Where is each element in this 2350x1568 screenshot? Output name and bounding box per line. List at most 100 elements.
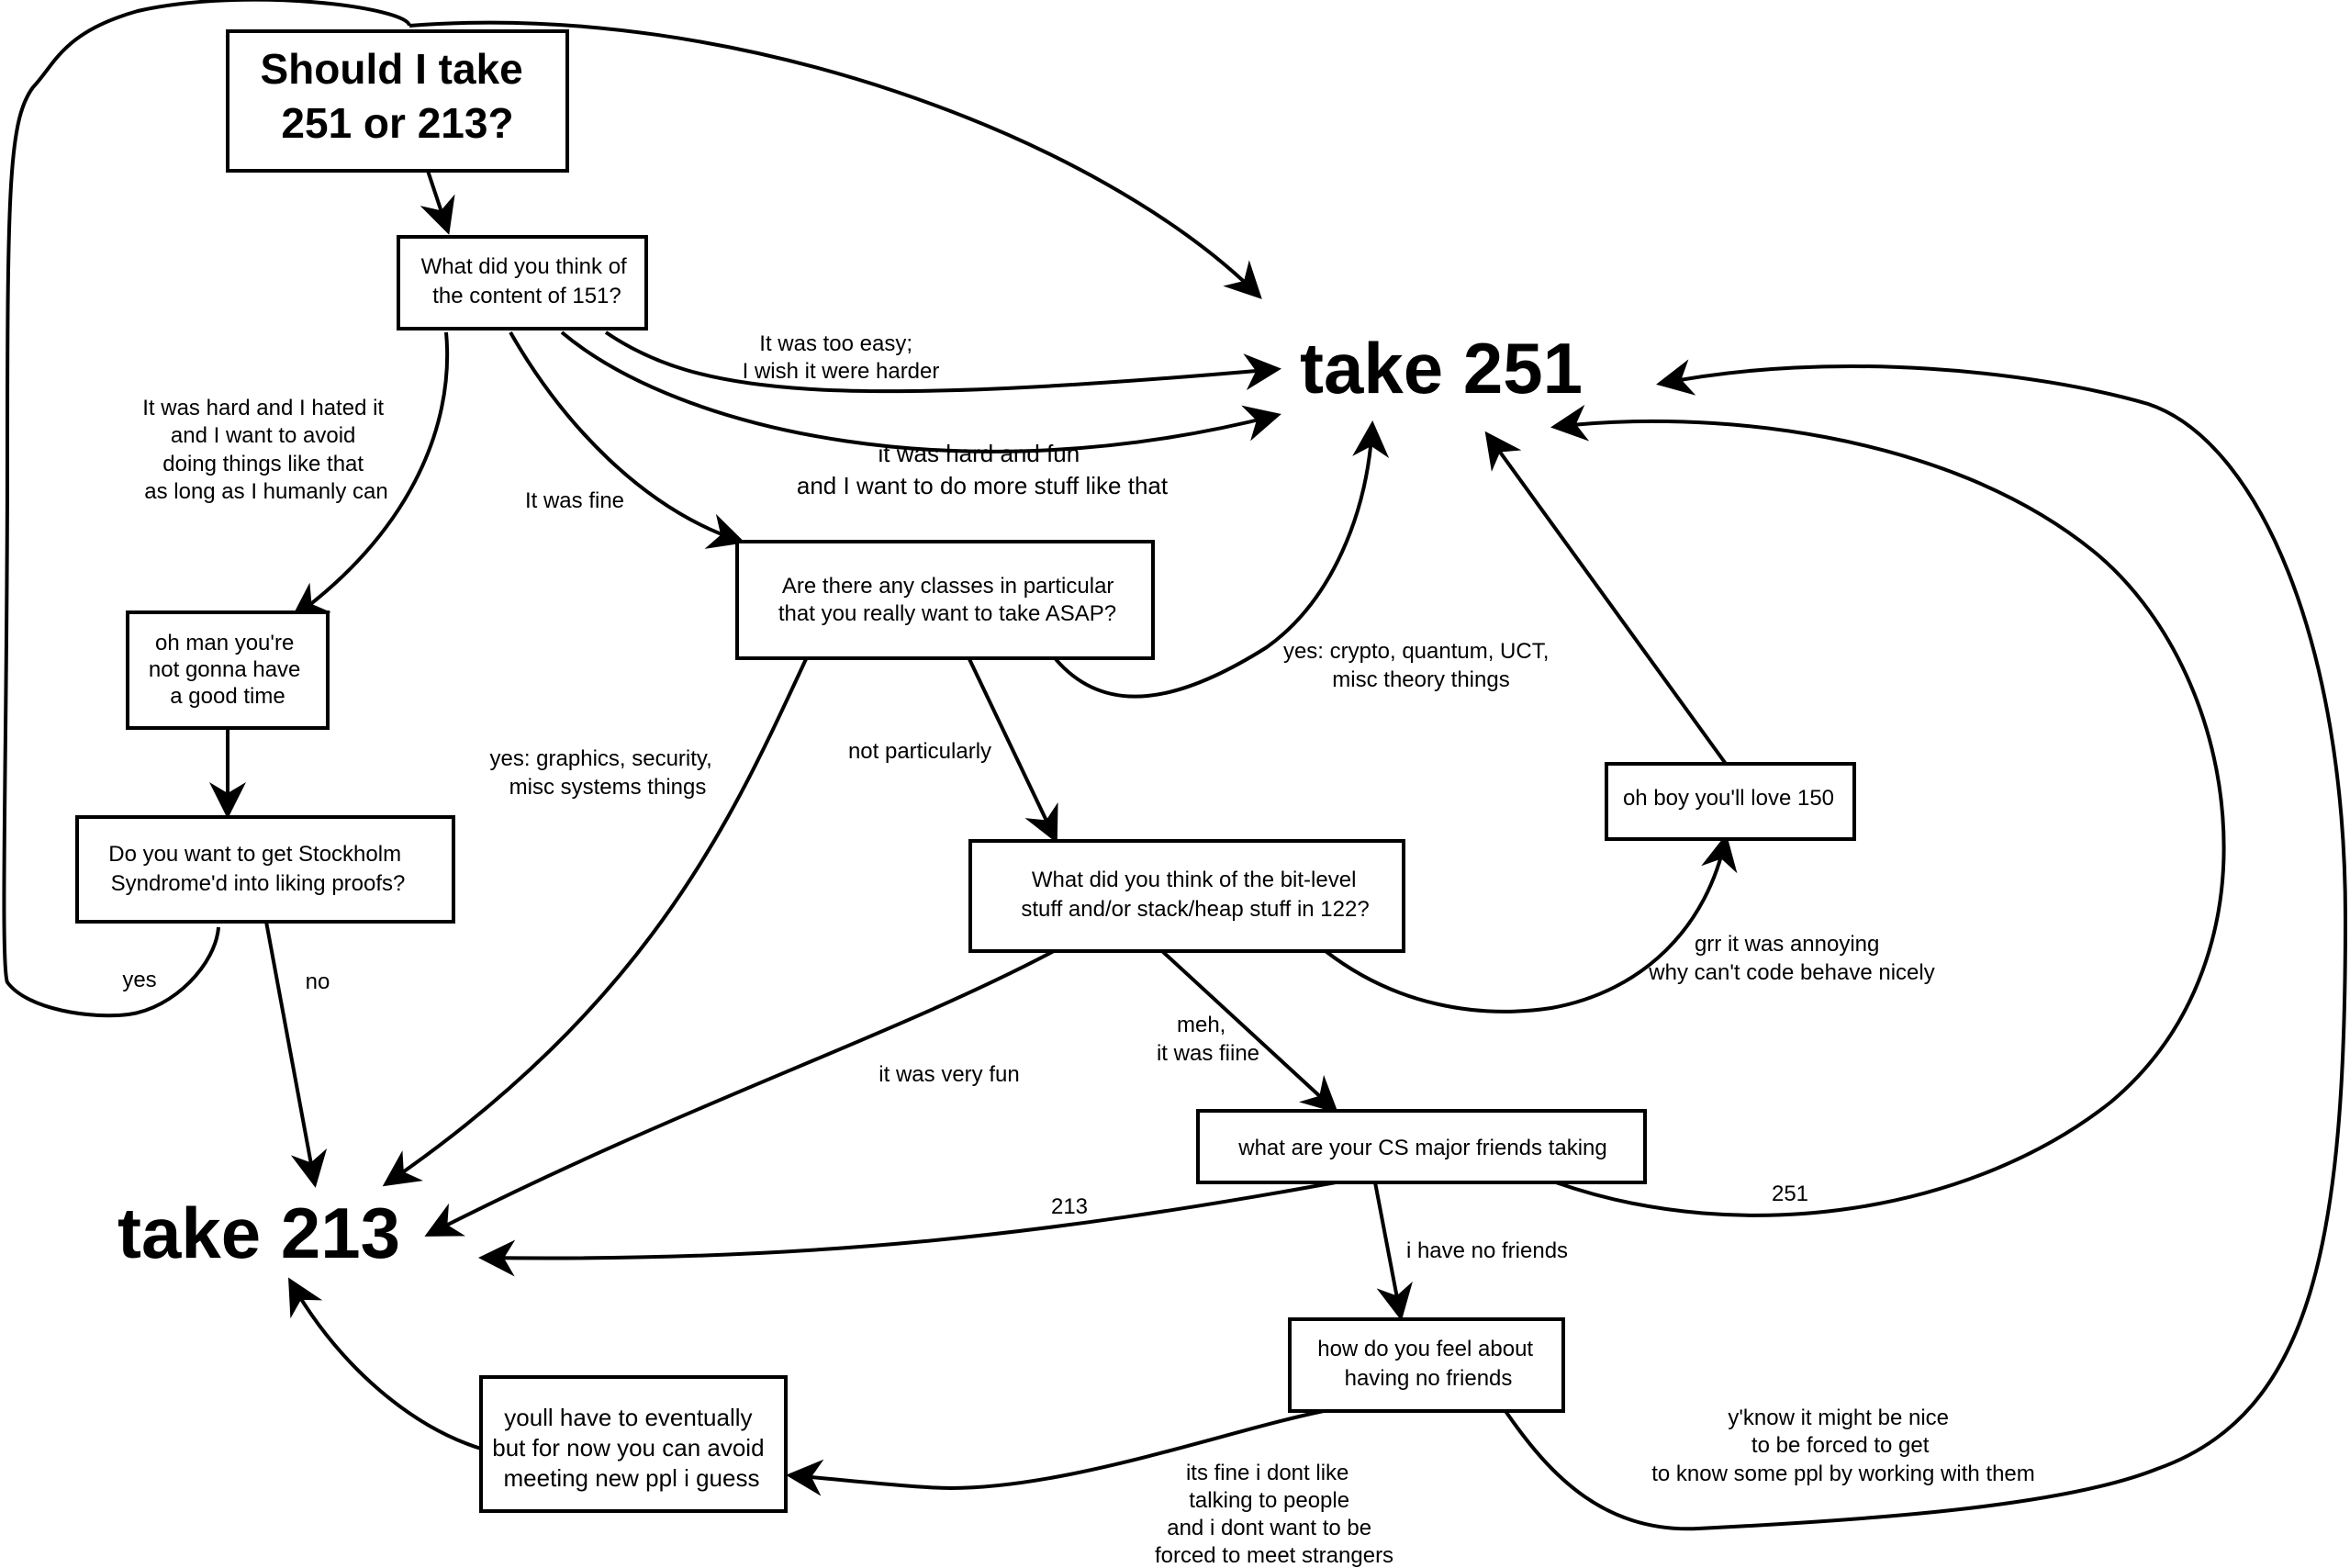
- label-theory-line-2: misc theory things: [1332, 667, 1509, 692]
- edge-fine: [509, 331, 745, 549]
- q151-line-2: the content of 151?: [432, 284, 621, 308]
- love150-line-1: oh boy you'll love 150: [1623, 786, 1834, 811]
- edge-systems: [382, 658, 808, 1187]
- label-dont-like-line-3: and i dont want to be: [1167, 1516, 1371, 1540]
- q122-line-1: What did you think of the bit-level: [1032, 868, 1357, 892]
- nofriends-text: how do you feel about having no friends: [1317, 1337, 1539, 1391]
- label-systems-line-2: misc systems things: [509, 775, 707, 800]
- label-not-particularly: not particularly: [848, 739, 991, 764]
- avoid-box: [479, 1375, 788, 1513]
- label-hard-fun-line-1: it was hard and fun: [878, 440, 1080, 467]
- avoid-line-2: but for now you can avoid: [492, 1434, 764, 1462]
- label-no: no: [306, 969, 330, 994]
- take213-terminal: take 213: [118, 1193, 400, 1273]
- friends-text: what are your CS major friends taking: [1237, 1136, 1607, 1160]
- edges: [2, 0, 2348, 1531]
- edge-hard-hated: [290, 331, 450, 620]
- label-annoying-line-1: grr it was annoying: [1695, 932, 1879, 957]
- friends-line-1: what are your CS major friends taking: [1237, 1136, 1607, 1160]
- label-friends-213: 213: [1051, 1194, 1088, 1219]
- bad-time-text: oh man you're not gonna have a good time: [149, 631, 307, 709]
- label-systems: yes: graphics, security, misc systems th…: [490, 746, 719, 800]
- bad-time-line-1: oh man you're: [155, 631, 294, 655]
- label-meh: meh, it was fiine: [1157, 1013, 1259, 1066]
- edge-stockholm-no: [264, 921, 328, 1188]
- bad-time-box: [126, 610, 330, 730]
- q122-line-2: stuff and/or stack/heap stuff in 122?: [1021, 897, 1369, 922]
- nofriends-box: [1288, 1317, 1565, 1413]
- start-box: [226, 29, 569, 173]
- edge-might-be-nice: [1504, 359, 2348, 1531]
- label-too-easy-line-2: I wish it were harder: [743, 359, 940, 384]
- label-dont-like-line-1: its fine i dont like: [1186, 1461, 1348, 1485]
- stockholm-text: Do you want to get Stockholm Syndrome'd …: [108, 842, 408, 896]
- label-meh-line-1: meh,: [1177, 1013, 1225, 1037]
- start-line-2: 251 or 213?: [281, 99, 513, 147]
- nofriends-line-1: how do you feel about: [1317, 1337, 1533, 1361]
- q151-line-1: What did you think of: [421, 254, 627, 279]
- stockholm-line-1: Do you want to get Stockholm: [108, 842, 401, 867]
- edge-start-to-q151: [420, 170, 455, 235]
- edge-hard-fun: [560, 330, 1281, 454]
- edge-no-friends: [1373, 1182, 1413, 1321]
- label-hard-hated: It was hard and I hated it and I want to…: [142, 396, 390, 504]
- take251-terminal: take 251: [1300, 328, 1583, 409]
- edge-labels: It was too easy; I wish it were harder i…: [122, 331, 2034, 1568]
- q122-box: [968, 839, 1405, 953]
- classes-line-1: Are there any classes in particular: [782, 574, 1114, 599]
- label-dont-like-line-4: forced to meet strangers: [1155, 1543, 1393, 1568]
- edge-love150-to-take251: [1484, 431, 1728, 766]
- label-meh-line-2: it was fiine: [1157, 1041, 1259, 1066]
- label-friends-251: 251: [1772, 1182, 1808, 1206]
- q151-text: What did you think of the content of 151…: [421, 254, 633, 308]
- label-might-be-nice: y'know it might be nice to be forced to …: [1651, 1406, 2035, 1486]
- label-hard-hated-line-2: and I want to avoid: [171, 423, 355, 448]
- label-too-easy: It was too easy; I wish it were harder: [743, 331, 940, 384]
- label-might-be-nice-line-3: to know some ppl by working with them: [1651, 1462, 2035, 1486]
- edge-meh: [1160, 949, 1338, 1114]
- bad-time-line-2: not gonna have: [149, 657, 300, 682]
- bad-time-line-3: a good time: [170, 684, 285, 709]
- label-hard-hated-line-4: as long as I humanly can: [144, 479, 388, 504]
- label-hard-hated-line-3: doing things like that: [162, 452, 364, 476]
- label-systems-line-1: yes: graphics, security,: [490, 746, 712, 771]
- label-dont-like-line-2: talking to people: [1189, 1488, 1349, 1513]
- edge-friends-251: [1550, 404, 2226, 1217]
- love150-box: [1605, 762, 1856, 841]
- nofriends-line-2: having no friends: [1345, 1366, 1513, 1391]
- label-hard-fun-line-2: and I want to do more stuff like that: [797, 472, 1169, 499]
- edge-start-to-take251: [2, 0, 1259, 1018]
- classes-line-2: that you really want to take ASAP?: [778, 601, 1116, 626]
- edge-very-fun: [424, 949, 1055, 1237]
- stockholm-box: [75, 815, 455, 924]
- label-annoying: grr it was annoying why can't code behav…: [1648, 932, 1934, 985]
- label-fine: It was fine: [525, 488, 624, 513]
- q151-box: [397, 235, 648, 330]
- classes-text: Are there any classes in particular that…: [778, 574, 1120, 626]
- label-dont-like: its fine i dont like talking to people a…: [1155, 1461, 1393, 1568]
- label-might-be-nice-line-1: y'know it might be nice: [1728, 1406, 1949, 1430]
- label-no-friends: i have no friends: [1406, 1238, 1568, 1263]
- label-yes: yes: [122, 968, 156, 992]
- avoid-text: youll have to eventually but for now you…: [492, 1404, 771, 1492]
- edge-annoying: [1324, 834, 1738, 1014]
- start-line-1: Should I take: [260, 45, 522, 93]
- start-text: Should I take 251 or 213?: [260, 45, 534, 147]
- label-very-fun: it was very fun: [878, 1062, 1019, 1087]
- q122-text: What did you think of the bit-level stuf…: [1021, 868, 1369, 922]
- label-hard-hated-line-1: It was hard and I hated it: [142, 396, 384, 420]
- avoid-line-1: youll have to eventually: [504, 1404, 752, 1431]
- classes-box: [735, 540, 1155, 660]
- friends-box: [1196, 1109, 1647, 1184]
- edge-not-particularly: [968, 658, 1058, 844]
- love150-text: oh boy you'll love 150: [1623, 786, 1834, 811]
- avoid-line-3: meeting new ppl i guess: [504, 1464, 760, 1492]
- label-annoying-line-2: why can't code behave nicely: [1648, 960, 1934, 985]
- edge-avoid-to-take213: [288, 1277, 482, 1450]
- label-theory-line-1: yes: crypto, quantum, UCT,: [1283, 639, 1549, 664]
- edge-dont-like: [786, 1409, 1325, 1496]
- stockholm-line-2: Syndrome'd into liking proofs?: [111, 871, 406, 896]
- edge-too-easy: [604, 330, 1281, 394]
- label-theory: yes: crypto, quantum, UCT, misc theory t…: [1283, 639, 1555, 692]
- nodes: Should I take 251 or 213? What did you t…: [75, 29, 1856, 1513]
